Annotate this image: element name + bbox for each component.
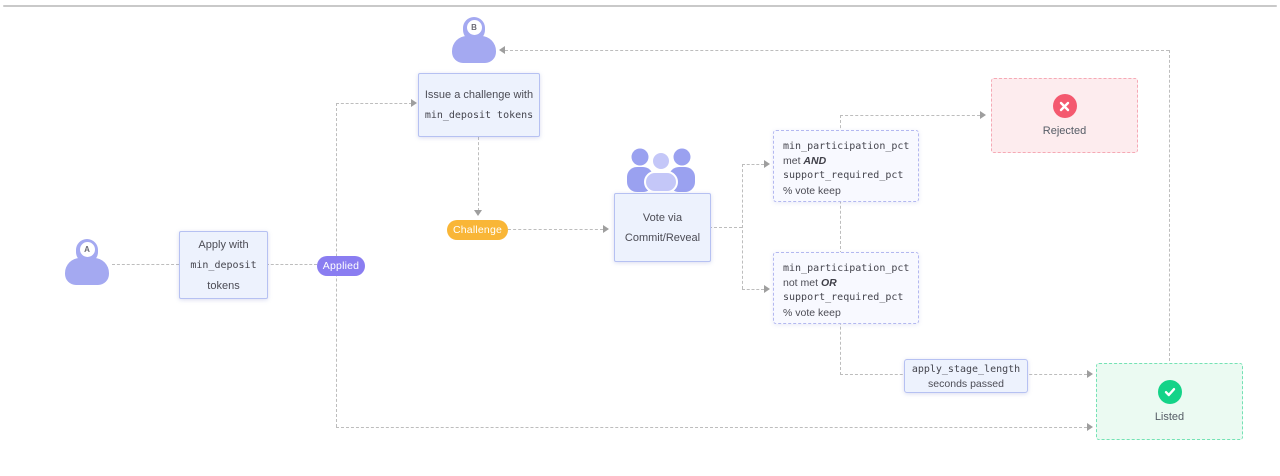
challenger-b-letter-badge: B [466, 19, 482, 35]
edge-cond-pass-to-rejected [840, 115, 980, 116]
condition-pass-node: min_participation_pct met AND support_re… [773, 130, 919, 202]
edge-apply-to-applied [266, 264, 317, 265]
apply-node: Apply with min_deposit tokens [179, 231, 268, 299]
challenge-status-badge: Challenge [447, 220, 508, 240]
arrowhead-into-listed-upper [1087, 370, 1093, 378]
rejected-label: Rejected [1042, 125, 1087, 137]
issue-challenge-node: Issue a challenge with min_deposit token… [418, 73, 540, 137]
condition-fail-node: min_participation_pct not met OR support… [773, 252, 919, 324]
condition-pass-tail: % vote keep [783, 184, 841, 197]
apply-stage-length-line2: seconds passed [928, 377, 1004, 390]
vote-node-line2: Commit/Reveal [624, 231, 701, 244]
challenger-b-icon: B [452, 17, 496, 63]
apply-node-line1: Apply with [198, 238, 249, 251]
apply-node-line3: tokens [207, 279, 240, 292]
apply-stage-length-code: apply_stage_length [911, 363, 1021, 375]
edge-listed-top-vertical [1169, 50, 1170, 361]
edge-challenge-to-vote [508, 229, 603, 230]
issue-challenge-code: min_deposit tokens [424, 109, 534, 121]
condition-fail-code1: min_participation_pct [783, 263, 910, 274]
vote-node-line1: Vote via [642, 211, 683, 224]
condition-pass-mid: met [783, 155, 804, 168]
edge-applied-to-listed-bottom [336, 427, 1087, 428]
applicant-a-body [65, 258, 109, 285]
condition-fail-mid: not met [783, 277, 821, 290]
arrowhead-into-rejected [980, 111, 986, 119]
applied-status-badge: Applied [317, 256, 365, 276]
condition-fail-code2: support_required_pct [783, 292, 904, 304]
edge-branch-to-cond-fail [742, 289, 764, 290]
issue-challenge-line1: Issue a challenge with [424, 88, 534, 101]
arrowhead-into-challenge [474, 210, 482, 216]
apply-stage-length-node: apply_stage_length seconds passed [904, 359, 1028, 393]
arrowhead-into-cond-fail [764, 285, 770, 293]
applicant-a-icon: A [65, 239, 109, 285]
applicant-a-letter-badge: A [79, 241, 95, 257]
arrowhead-into-cond-pass [764, 160, 770, 168]
rejected-x-icon [1052, 94, 1077, 118]
edge-branch-to-cond-pass [742, 164, 764, 165]
edge-branch-vertical [742, 164, 743, 289]
condition-fail-tail: % vote keep [783, 306, 841, 319]
apply-node-code: min_deposit [190, 259, 257, 271]
condition-pass-code1: min_participation_pct [783, 141, 910, 152]
top-separator-line [3, 5, 1277, 7]
condition-pass-code2: support_required_pct [783, 170, 904, 182]
arrowhead-into-issue [411, 99, 417, 107]
edge-applied-to-issue [336, 103, 412, 104]
listed-label: Listed [1154, 411, 1185, 423]
arrowhead-into-challenger-b [499, 46, 505, 54]
edge-issue-to-challenge [478, 137, 479, 211]
condition-fail-operator: OR [820, 277, 837, 290]
listed-check-icon [1157, 380, 1182, 404]
listed-node: Listed [1096, 363, 1243, 440]
arrowhead-into-listed-lower [1087, 423, 1093, 431]
edge-vote-to-branch [709, 227, 742, 228]
arrowhead-into-vote [603, 225, 609, 233]
challenger-b-body [452, 36, 496, 63]
rejected-node: Rejected [991, 78, 1138, 153]
edge-a-to-apply [112, 264, 179, 265]
condition-pass-operator: AND [803, 155, 827, 168]
edge-listed-to-challenger-top [505, 50, 1169, 51]
voters-group-icon [627, 148, 695, 192]
edge-cond-vertical [840, 115, 841, 375]
vote-node: Vote via Commit/Reveal [614, 193, 711, 262]
